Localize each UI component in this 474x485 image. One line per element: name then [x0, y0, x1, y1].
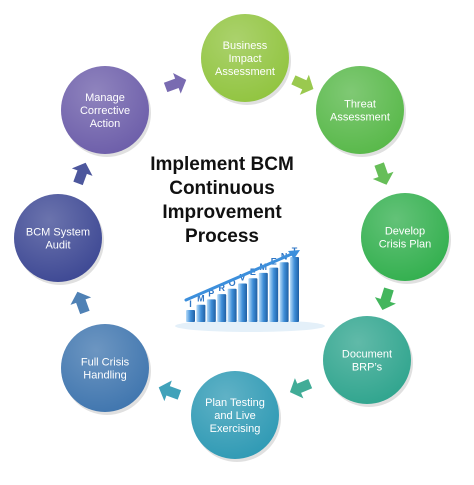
center-title: Implement BCM Continuous Improvement Pro…	[150, 154, 294, 247]
center-title-line-3: Improvement	[162, 202, 282, 223]
improvement-letter: V	[239, 273, 245, 283]
improvement-letter: M	[197, 294, 205, 304]
cycle-arrow	[70, 291, 92, 315]
node-label-line: Assessment	[215, 66, 275, 78]
cycle-nodes: BusinessImpactAssessmentThreatAssessment…	[14, 14, 451, 462]
improvement-letter: O	[229, 278, 236, 288]
improvement-bar	[290, 257, 299, 322]
node-label-line: Document	[342, 349, 392, 361]
node-label-line: Plan Testing	[205, 397, 265, 409]
cycle-arrows	[70, 72, 396, 402]
cycle-arrow	[291, 74, 314, 95]
node-label-line: Threat	[344, 99, 376, 111]
node-label-line: Business	[223, 40, 268, 52]
improvement-bar	[206, 299, 216, 322]
node-label-line: Impact	[228, 53, 261, 65]
improvement-bar	[248, 278, 258, 322]
improvement-graphic: IMPROVEMENT	[175, 246, 325, 332]
node-label-line: Manage	[85, 92, 125, 104]
center-title-line-4: Process	[185, 226, 259, 247]
cycle-arrow	[289, 378, 313, 399]
node-label-line: BCM System	[26, 227, 90, 239]
node-label-line: and Live	[214, 410, 256, 422]
node-label-line: Exercising	[210, 423, 261, 435]
improvement-bar	[238, 283, 247, 322]
cycle-arrow	[158, 380, 182, 402]
node-label-line: Action	[90, 118, 121, 130]
improvement-bar	[217, 294, 227, 322]
improvement-bar	[269, 267, 279, 322]
node-label-line: Handling	[83, 370, 126, 382]
node-label-line: Full Crisis	[81, 357, 130, 369]
center-title-line-2: Continuous	[169, 178, 275, 199]
cycle-arrow	[163, 72, 187, 94]
improvement-arrow	[184, 250, 300, 302]
node-label-line: Corrective	[80, 105, 130, 117]
cycle-arrow	[374, 287, 396, 310]
improvement-bar	[186, 310, 195, 322]
improvement-letter: P	[208, 288, 214, 298]
improvement-letter: R	[218, 283, 225, 293]
node-label-line: Develop	[385, 226, 425, 238]
improvement-bar	[279, 262, 289, 322]
cycle-arrow	[372, 162, 394, 185]
improvement-bar	[227, 288, 237, 322]
node-label-line: Assessment	[330, 112, 390, 124]
improvement-bar	[196, 304, 206, 322]
center-title-line-1: Implement BCM	[150, 154, 294, 175]
cycle-arrow	[71, 162, 93, 186]
node-label-line: Crisis Plan	[379, 239, 432, 251]
improvement-bar	[258, 272, 268, 322]
node-label-line: Audit	[45, 240, 70, 252]
node-label-line: BRP’s	[352, 362, 383, 374]
improvement-letter: I	[189, 299, 192, 309]
